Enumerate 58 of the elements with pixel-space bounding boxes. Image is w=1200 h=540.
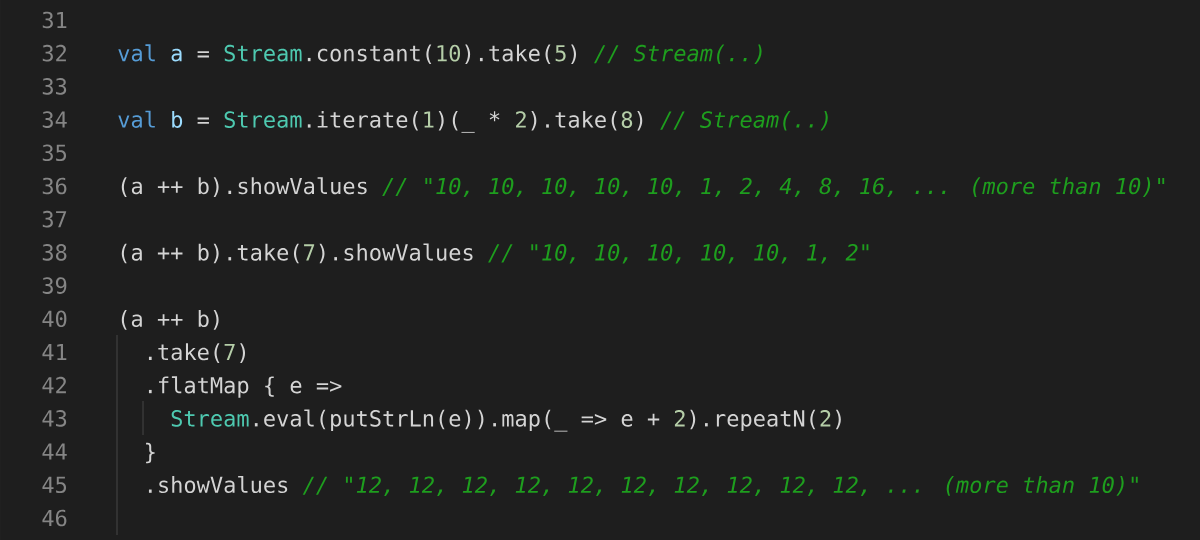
line-number: 31 (42, 11, 67, 29)
code-text: } (146, 442, 155, 464)
line-number: 43 (42, 410, 67, 427)
code-text: 1 (424, 111, 434, 128)
line-number: 45 (42, 476, 67, 494)
code-text: 8 (621, 111, 633, 128)
code-text: ) (571, 44, 577, 65)
code-text: 5 (555, 45, 566, 62)
code-text: 7 (224, 343, 235, 360)
code-comment: // Stream(..) (660, 110, 828, 131)
line-number: 44 (42, 443, 67, 460)
code-text: .constant( (307, 44, 432, 65)
code-text: Stream (224, 111, 302, 128)
code-text: .take( (148, 343, 220, 363)
code-text: ).take( (465, 44, 551, 65)
code-text: 2 (674, 410, 685, 427)
code-text: (a ++ b).showValues (121, 177, 367, 197)
code-text: = (197, 51, 209, 58)
code-text: a (171, 48, 182, 62)
code-text: ).take( (531, 110, 617, 131)
code-text: ) (835, 409, 841, 430)
code-text: 2 (820, 410, 831, 427)
line-number: 32 (42, 44, 66, 62)
code-text: (a ++ b).take( (121, 243, 299, 264)
code-text: 2 (516, 111, 526, 128)
code-text: b (172, 110, 183, 128)
code-text: ) (637, 110, 643, 131)
code-text: ).showValues (319, 243, 473, 264)
code-text: .flatMap { e => (148, 376, 342, 398)
line-number: 39 (42, 277, 67, 294)
code-comment: // "10, 10, 10, 10, 10, 1, 2" (488, 244, 869, 264)
line-number: 40 (42, 310, 67, 328)
line-number: 46 (42, 509, 67, 527)
code-text: Stream (224, 44, 302, 62)
code-text: (a ++ b) (121, 310, 219, 330)
code-comment: // "12, 12, 12, 12, 12, 12, 12, 12, 12, 12, ... (more than 10)" (302, 476, 1138, 496)
code-text: .iterate( (307, 110, 418, 131)
code-comment: // "10, 10, 10, 10, 10, 1, 2, 4, 8, 16, ... (more than 10)" (382, 177, 1165, 198)
line-number: 36 (42, 177, 67, 195)
code-text: ) (240, 343, 246, 363)
line-number: 37 (42, 210, 67, 228)
code-text: .showValues (148, 475, 288, 494)
line-number: 38 (42, 244, 67, 261)
code-comment: // Stream(..) (594, 44, 762, 65)
code-text: )(_ * (438, 110, 500, 133)
line-number: 42 (42, 376, 66, 394)
code-text: = (197, 117, 209, 124)
code-keyword: val (118, 44, 155, 62)
line-number: 35 (42, 144, 67, 162)
code-keyword: val (118, 110, 155, 128)
line-number: 34 (42, 111, 67, 128)
code-text: 7 (304, 244, 315, 261)
line-number: 33 (42, 78, 67, 95)
code-text: ).repeatN( (690, 409, 816, 431)
code-text: .eval(putStrLn(e)).map(_ => e + (254, 409, 660, 432)
code-text: Stream (171, 410, 249, 427)
line-number: 41 (42, 343, 67, 360)
code-text: 10 (437, 44, 461, 62)
